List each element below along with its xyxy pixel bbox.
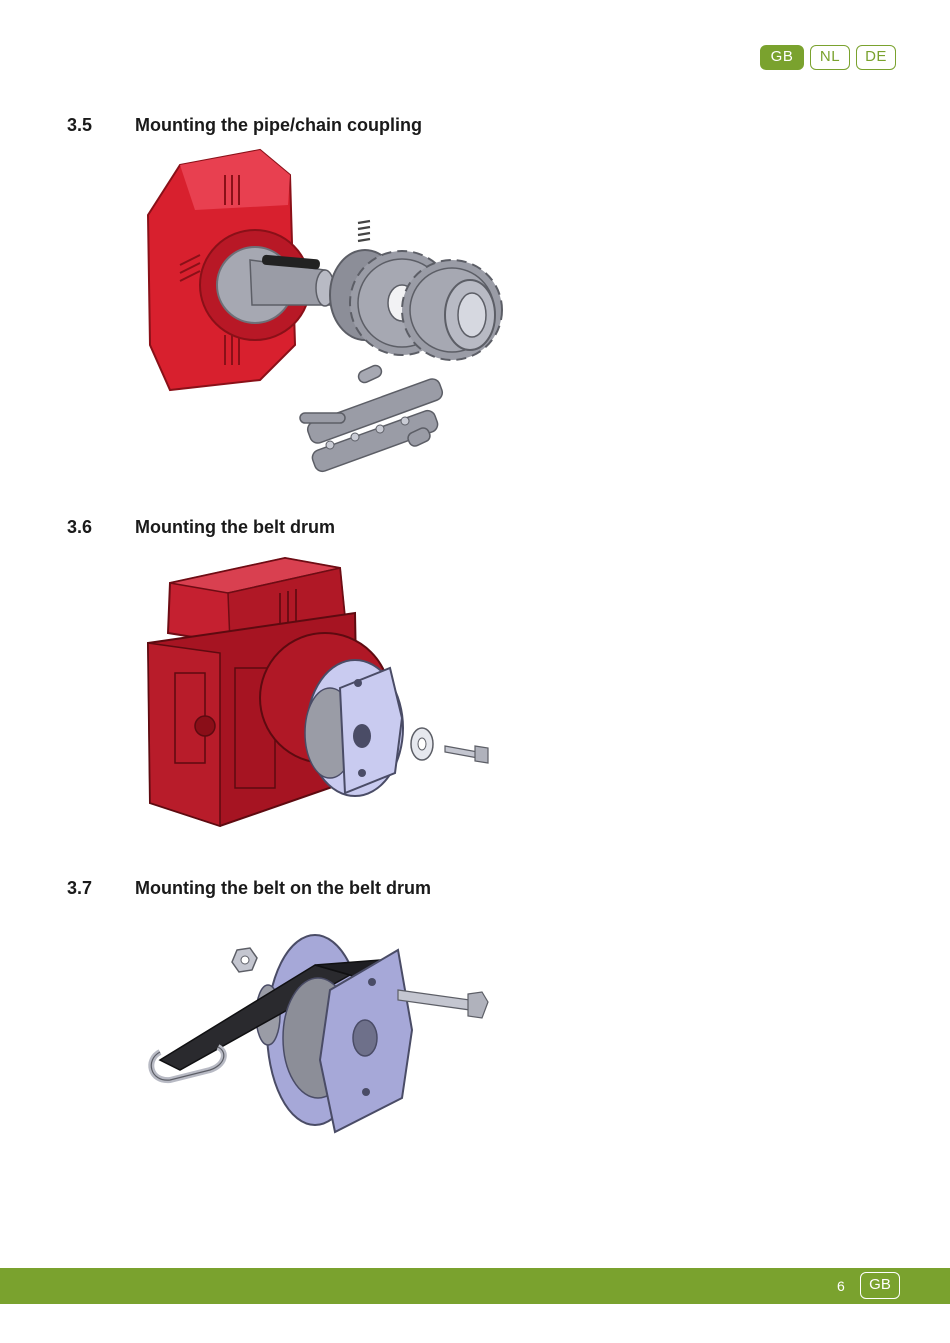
- belt-drum-mounting-illustration: [146, 556, 489, 828]
- section-title: Mounting the belt on the belt drum: [135, 878, 431, 898]
- section-heading-3-6: 3.6 Mounting the belt drum: [67, 517, 335, 538]
- section-number: 3.5: [67, 115, 93, 135]
- section-title: Mounting the pipe/chain coupling: [135, 115, 422, 135]
- pipe-chain-coupling-illustration: [146, 148, 503, 473]
- page-number: 6: [837, 1278, 845, 1294]
- footer-bar: 6 GB: [0, 1268, 950, 1304]
- section-title: Mounting the belt drum: [135, 517, 335, 537]
- section-number: 3.7: [67, 878, 93, 898]
- language-tab-gb[interactable]: GB: [760, 45, 804, 70]
- section-number: 3.6: [67, 517, 93, 537]
- footer-language-badge: GB: [860, 1272, 900, 1299]
- language-selector: GB NL DE: [760, 45, 896, 70]
- language-tab-nl[interactable]: NL: [810, 45, 850, 70]
- language-tab-de[interactable]: DE: [856, 45, 896, 70]
- section-heading-3-7: 3.7 Mounting the belt on the belt drum: [67, 878, 431, 899]
- belt-on-drum-illustration: [148, 934, 489, 1134]
- section-heading-3-5: 3.5 Mounting the pipe/chain coupling: [67, 115, 422, 136]
